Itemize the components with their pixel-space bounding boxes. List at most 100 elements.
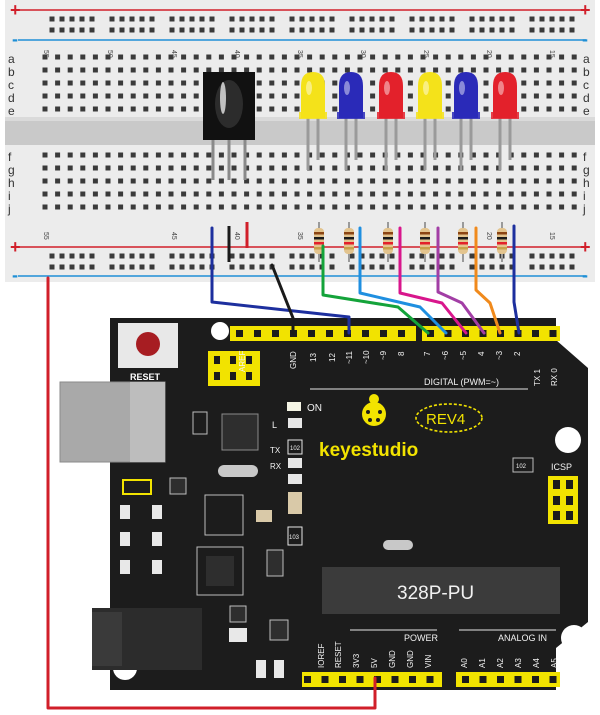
col-num-25: 25 [422,50,429,58]
hole [218,67,224,73]
hole [357,178,363,184]
hole [42,165,48,171]
hole [395,152,401,158]
hole [445,93,451,99]
hole [244,67,250,73]
rail-hole [239,253,245,259]
rail-hole [439,27,445,33]
rail-hole [449,16,455,22]
column-numbers-bottom: 55 45 40 35 20 15 [42,232,555,240]
hole [571,67,577,73]
row-letter-j-right: j [582,202,586,216]
rail-hole [259,253,265,259]
mounting-hole-bottom-right [561,625,587,651]
hole [294,106,300,112]
hole [168,54,174,60]
hole [458,178,464,184]
rail-hole [179,27,185,33]
rail-hole [509,27,515,33]
hole [332,93,338,99]
hole [470,191,476,197]
hole [168,106,174,112]
resistor-body [458,228,468,254]
rail-hole [359,264,365,270]
rail-hole [299,16,305,22]
rail-hole [199,27,205,33]
hole [508,191,514,197]
rail-hole [239,27,245,33]
hole [118,80,124,86]
hole [458,191,464,197]
hole [370,67,376,73]
rail-hole [169,16,175,22]
ir-receiver [203,72,255,180]
wire-navy-pin2 [512,224,521,335]
rail-hole [469,16,475,22]
hole [118,54,124,60]
hole [307,204,313,210]
power-label: POWER [404,633,439,643]
hole [571,93,577,99]
hole [546,93,552,99]
hole [344,204,350,210]
rail-hole [429,27,435,33]
rail-hole [479,264,485,270]
rail-hole [379,27,385,33]
hole [407,165,413,171]
hole [181,152,187,158]
hole [533,80,539,86]
hole [269,178,275,184]
rail-hole [179,264,185,270]
rail-hole [109,264,115,270]
hole [546,178,552,184]
rail-hole [349,16,355,22]
hole [218,152,224,158]
l-led [288,418,302,428]
col-num-40-b: 40 [233,232,240,240]
hole [105,165,111,171]
rail-hole [269,27,275,33]
row-letter-i: i [8,189,11,203]
rail-hole [129,27,135,33]
rail-hole [109,253,115,259]
hole [294,191,300,197]
hole [281,165,287,171]
hole [269,152,275,158]
hole [533,152,539,158]
pin-label-9: ~9 [379,350,388,360]
hole [181,191,187,197]
hole [218,178,224,184]
rail-hole [139,16,145,22]
hole [218,204,224,210]
rail-hole [69,253,75,259]
hole [508,165,514,171]
rail-hole [329,253,335,259]
rx-led [288,474,302,484]
pin-label-a4: A4 [532,658,541,668]
rail-hole [249,264,255,270]
rail-hole [79,264,85,270]
hole [281,93,287,99]
hole [269,191,275,197]
hole [370,191,376,197]
wire-cyan-pin6 [358,226,448,335]
rail-hole [329,27,335,33]
hole [281,67,287,73]
rail-plus-top-left: + [10,0,21,20]
col-num-55-b: 55 [42,232,49,240]
analog-pin-labels: A0 A1 A2 A3 A4 A5 [460,658,559,668]
col-num-20: 20 [485,50,492,58]
hole [181,204,187,210]
reset-button-cap[interactable] [136,332,160,356]
hole [143,80,149,86]
hole [206,191,212,197]
hole [370,93,376,99]
rail-hole [489,16,495,22]
hole [470,67,476,73]
pin-label-6: ~6 [441,350,450,360]
pin-label-7: 7 [423,351,432,356]
hole [483,152,489,158]
rail-hole [59,264,65,270]
hole [357,165,363,171]
row-letter-h-right: h [583,176,590,190]
